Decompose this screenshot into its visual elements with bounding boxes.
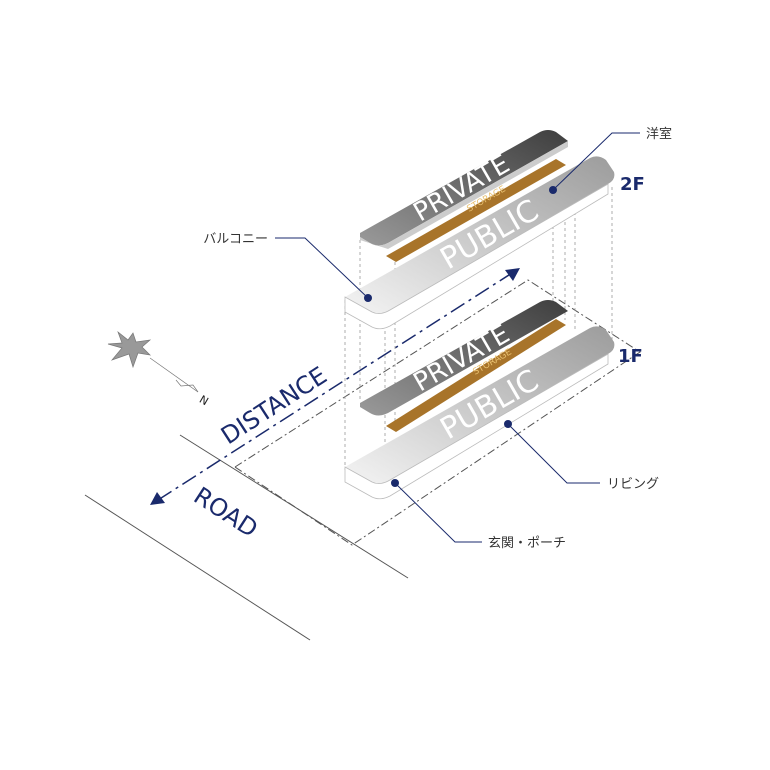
private-slab: [360, 300, 568, 416]
site-boundary: [234, 279, 641, 546]
marker-dot: [549, 186, 557, 194]
north-label: N: [197, 393, 211, 408]
marker-dot: [504, 420, 512, 428]
arrowhead-icon: [150, 492, 165, 505]
floor-label-1f: 1F: [618, 346, 643, 367]
floor-2f: PRIVATE STORAGE PUBLIC 2F: [344, 130, 645, 330]
label-living: リビング: [607, 477, 659, 492]
storage-strip: [386, 159, 566, 262]
public-slab: [345, 156, 615, 314]
leader-western-room: [552, 132, 640, 191]
arrowhead-icon: [505, 268, 520, 281]
label-western-room: 洋室: [646, 126, 672, 142]
marker-dot: [364, 294, 372, 302]
private-slab: [360, 130, 568, 246]
public-slab: [345, 326, 615, 484]
storage-strip: [386, 319, 566, 432]
road-label: ROAD: [189, 482, 263, 544]
north-compass-icon: [107, 330, 199, 393]
leader-living: [507, 423, 600, 484]
floor-1f: PRIVATE STORAGE PUBLIC: [344, 300, 615, 500]
marker-dot: [391, 479, 399, 487]
distance-arrow: [157, 272, 513, 501]
distance-label: DISTANCE: [216, 361, 332, 450]
label-balcony: バルコニー: [203, 232, 268, 247]
road-line: [84, 494, 311, 641]
leader-entrance: [394, 482, 482, 543]
floor-label-2f: 2F: [620, 174, 645, 195]
label-entrance-porch: 玄関・ポーチ: [488, 536, 566, 551]
leader-balcony: [275, 237, 369, 299]
